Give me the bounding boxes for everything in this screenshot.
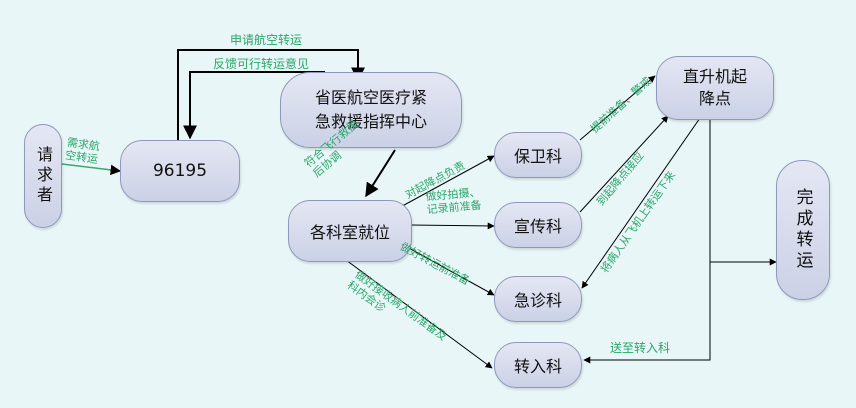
node-publicity-label: 宣传科 [513,217,562,236]
node-departments-label: 各科室就位 [309,223,390,242]
node-command-center: 省医航空医疗紧 急救援指挥中心 [280,72,462,148]
node-requester-label: 请求者 [34,146,53,206]
node-command-center-label: 省医航空医疗紧 急救援指挥中心 [314,88,427,131]
node-security-label: 保卫科 [513,147,562,166]
arrow-departments-to-emergency [397,241,495,296]
label-need-transfer: 需求航 空转运 [64,135,101,167]
arrow-security-to-helipad [579,75,656,141]
arrow-publicity-to-helipad [579,115,669,213]
node-publicity-section: 宣传科 [494,202,582,248]
node-requester: 请求者 [24,124,62,228]
node-hotline-96195: 96195 [120,140,240,202]
label-publicity-duty: 做好拍摄、 记录前准备 [424,185,483,217]
node-hotline-label: 96195 [152,161,208,181]
arrow-helipad-to-receiving [583,118,711,364]
node-receiving-section: 转入科 [494,342,582,388]
label-apply-air-transfer: 申请航空转运 [230,33,303,47]
arrow-requester-to-hotline [61,163,122,176]
node-helipad-label: 直升机起 降点 [682,67,747,108]
label-feedback-opinion: 反馈可行转运意见 [213,57,310,71]
node-complete-label: 完成转运 [792,188,813,272]
arrow-hotline-to-center [177,49,365,140]
arrow-departments-to-publicity [409,222,495,230]
node-departments-ready: 各科室就位 [288,200,412,262]
node-helipad: 直升机起 降点 [656,56,774,120]
node-transfer-complete: 完成转运 [776,160,830,300]
node-receiving-label: 转入科 [513,357,562,376]
node-emergency-label: 急诊科 [513,291,562,310]
node-emergency-section: 急诊科 [494,276,582,322]
arrow-departments-to-security [394,155,495,211]
arrow-helipad-to-emergency [581,117,701,289]
label-send-to-receiving: 送至转入科 [610,341,671,355]
arrow-departments-to-receiving [345,259,493,369]
node-security-section: 保卫科 [494,132,582,178]
arrow-center-to-departments [365,149,396,198]
